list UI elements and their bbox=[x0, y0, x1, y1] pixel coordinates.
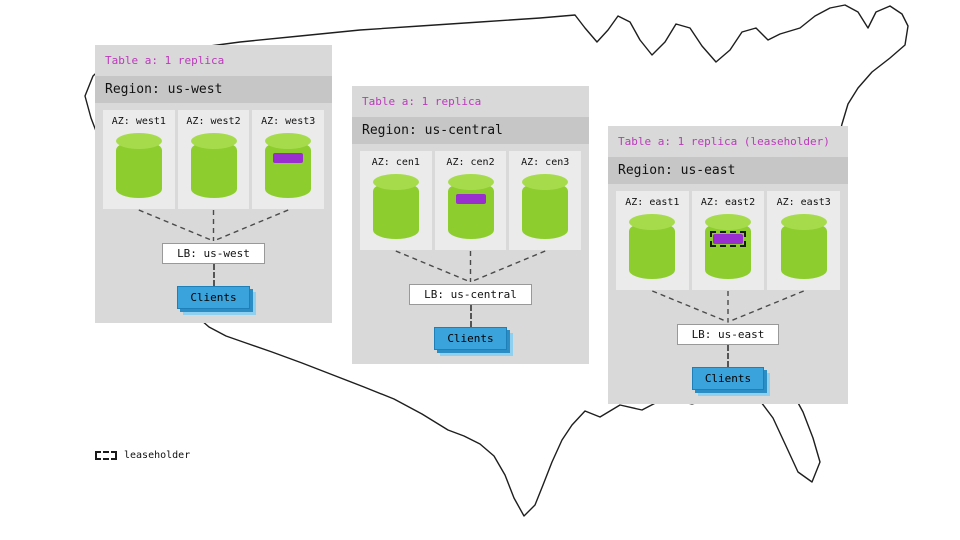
cylinder-body bbox=[190, 141, 237, 198]
az-label: AZ: east1 bbox=[625, 197, 680, 208]
replica-cylinder bbox=[780, 214, 827, 280]
az-panel-west3: AZ: west3 bbox=[252, 110, 325, 209]
replica-cylinder bbox=[447, 174, 494, 240]
leaseholder-outline bbox=[710, 231, 746, 247]
region-title: Region: us-central bbox=[352, 117, 589, 144]
az-label: AZ: east3 bbox=[776, 197, 831, 208]
leaseholder-legend-label: leaseholder bbox=[124, 450, 191, 461]
az-label: AZ: cen2 bbox=[446, 157, 495, 168]
az-label: AZ: west1 bbox=[111, 116, 166, 127]
load-balancer-box: LB: us-central bbox=[409, 284, 532, 305]
lb-connector-lines bbox=[138, 209, 289, 242]
cylinder-top bbox=[372, 174, 419, 190]
replica-cylinder bbox=[190, 133, 237, 199]
table-replica-label: Table a: 1 replica bbox=[362, 95, 482, 108]
cylinder-top bbox=[115, 133, 162, 149]
region-card-us-west: Table a: 1 replica Region: us-west AZ: w… bbox=[95, 45, 332, 323]
clients-box: Clients bbox=[691, 367, 765, 390]
clients-box: Clients bbox=[434, 327, 507, 350]
load-balancer-box: LB: us-east bbox=[676, 324, 780, 345]
replica-band bbox=[455, 194, 486, 204]
az-row: AZ: west1 AZ: west2 bbox=[103, 110, 325, 209]
cylinder-body bbox=[265, 141, 312, 198]
cylinder-body bbox=[522, 182, 569, 239]
az-label: AZ: east2 bbox=[700, 197, 756, 208]
cylinder-top bbox=[629, 214, 676, 230]
lb-clients-dashed-line bbox=[212, 264, 215, 286]
cylinder-top bbox=[705, 214, 751, 230]
region-title: Region: us-east bbox=[608, 157, 848, 184]
lb-clients-dashed-line bbox=[469, 305, 472, 327]
cylinder-top bbox=[780, 214, 827, 230]
dashed-connector-path bbox=[138, 209, 289, 242]
cylinder-top bbox=[265, 133, 312, 149]
replica-cylinder bbox=[522, 174, 569, 240]
az-label: AZ: west2 bbox=[186, 116, 241, 127]
load-balancer-box: LB: us-west bbox=[162, 243, 265, 264]
lb-clients-dashed-line bbox=[727, 345, 729, 367]
az-panel-east2: AZ: east2 bbox=[691, 191, 765, 290]
az-panel-cen1: AZ: cen1 bbox=[360, 151, 432, 250]
dashed-connector-path bbox=[652, 290, 804, 323]
lb-connector-lines bbox=[395, 250, 546, 283]
cylinder-body bbox=[629, 222, 676, 279]
az-panel-cen2: AZ: cen2 bbox=[434, 151, 507, 250]
az-panel-west1: AZ: west1 bbox=[103, 110, 175, 209]
az-panel-cen3: AZ: cen3 bbox=[509, 151, 582, 250]
cylinder-top bbox=[190, 133, 237, 149]
replica-cylinder bbox=[629, 214, 676, 280]
table-replica-label: Table a: 1 replica bbox=[105, 54, 225, 67]
region-title: Region: us-west bbox=[95, 76, 332, 103]
cylinder-top bbox=[447, 174, 494, 190]
table-replica-label: Table a: 1 replica (leaseholder) bbox=[618, 135, 830, 148]
cylinder-top bbox=[522, 174, 569, 190]
lb-connector-lines bbox=[652, 290, 804, 323]
dashed-connector-path bbox=[395, 250, 546, 283]
replica-band bbox=[273, 153, 304, 163]
region-card-us-east: Table a: 1 replica (leaseholder) Region:… bbox=[608, 126, 848, 404]
cylinder-body bbox=[780, 222, 827, 279]
az-panel-west2: AZ: west2 bbox=[177, 110, 250, 209]
az-label: AZ: west3 bbox=[261, 116, 316, 127]
clients-box: Clients bbox=[177, 286, 250, 309]
cylinder-body bbox=[447, 182, 494, 239]
region-card-us-central: Table a: 1 replica Region: us-central AZ… bbox=[352, 86, 589, 364]
replica-cylinder bbox=[705, 214, 751, 280]
replica-cylinder bbox=[265, 133, 312, 199]
az-row: AZ: east1 AZ: east2 bbox=[616, 191, 841, 290]
az-label: AZ: cen1 bbox=[371, 157, 420, 168]
cylinder-body bbox=[372, 182, 419, 239]
az-label: AZ: cen3 bbox=[521, 157, 570, 168]
az-panel-east1: AZ: east1 bbox=[616, 191, 689, 290]
leaseholder-swatch-icon bbox=[95, 451, 117, 460]
replica-band-leaseholder bbox=[710, 231, 746, 247]
replica-cylinder bbox=[372, 174, 419, 240]
az-row: AZ: cen1 AZ: cen2 bbox=[360, 151, 582, 250]
cylinder-body bbox=[115, 141, 162, 198]
az-panel-east3: AZ: east3 bbox=[767, 191, 841, 290]
leaseholder-legend: leaseholder bbox=[95, 450, 190, 461]
replica-cylinder bbox=[115, 133, 162, 199]
